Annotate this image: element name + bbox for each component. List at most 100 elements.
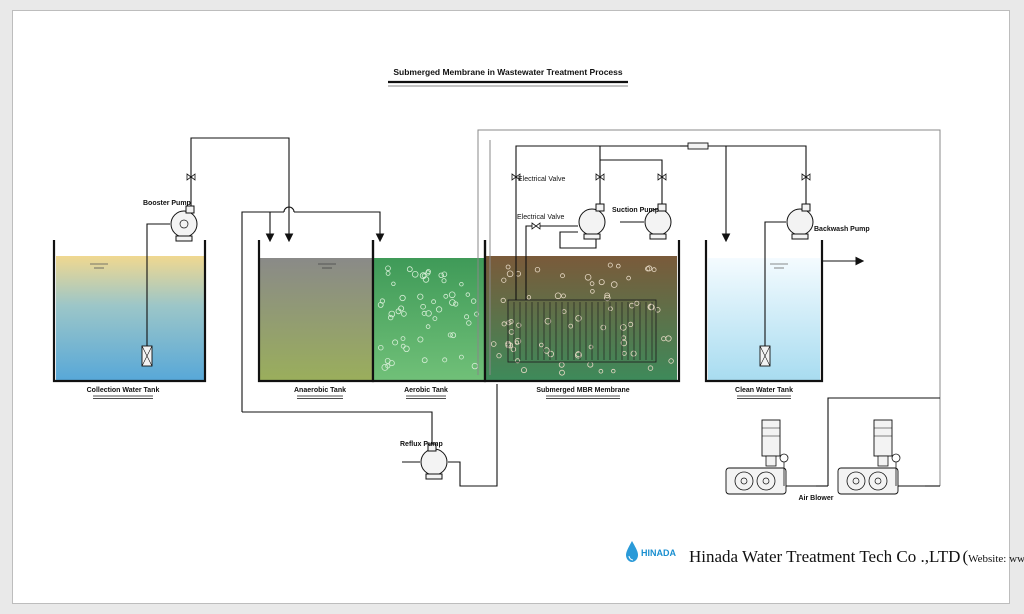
- air-blower-label: Air Blower: [798, 495, 833, 502]
- bubble: [425, 270, 431, 276]
- bubble: [634, 300, 640, 306]
- bubble: [600, 324, 607, 331]
- aeration-bubbles: [377, 265, 480, 371]
- suction-pump-1: [578, 203, 606, 240]
- bubble: [385, 265, 391, 272]
- bubble: [449, 299, 456, 306]
- bubble: [534, 267, 541, 273]
- bubble: [560, 273, 565, 279]
- bubble: [668, 358, 674, 364]
- bubble: [399, 294, 406, 302]
- air-blower-2: [837, 419, 925, 495]
- bubble: [646, 265, 653, 272]
- bubble: [474, 311, 480, 317]
- bubble: [388, 360, 395, 367]
- company-website: Website: www.hinada.com: [968, 553, 1024, 565]
- bubble: [589, 281, 595, 286]
- bubble: [421, 357, 428, 364]
- bubble: [381, 363, 389, 371]
- bubble: [392, 339, 399, 346]
- hinada-logo: HINADA: [626, 541, 676, 562]
- bubble: [378, 345, 384, 351]
- bubble: [544, 317, 552, 325]
- bubble: [385, 363, 391, 369]
- bubble: [450, 332, 457, 339]
- bubble: [627, 321, 634, 327]
- bubble: [521, 367, 528, 374]
- bubble: [425, 324, 431, 329]
- bubble: [607, 262, 613, 268]
- bubble: [490, 341, 497, 347]
- valve-icon: [511, 173, 521, 181]
- bubble: [403, 345, 410, 352]
- bubble: [547, 350, 554, 358]
- bubble: [575, 351, 582, 359]
- bubble: [501, 321, 507, 327]
- bubble: [575, 315, 582, 322]
- bubble: [438, 272, 444, 278]
- website-open-paren: (: [962, 547, 968, 566]
- bubble: [588, 344, 594, 350]
- valves: [186, 173, 811, 230]
- pressure-gauge-icon: [779, 453, 789, 463]
- bubble: [604, 294, 611, 302]
- bubble: [608, 306, 613, 312]
- bubble: [442, 357, 448, 363]
- bubble: [496, 353, 502, 359]
- bubble: [406, 266, 413, 273]
- bubble: [647, 303, 655, 311]
- suction-pump-2: [644, 203, 672, 240]
- mbr-tank: [483, 240, 681, 383]
- bubble: [506, 270, 514, 278]
- reflux-pump-label: Reflux Pump: [400, 441, 443, 448]
- bubble: [538, 342, 544, 348]
- bubble: [470, 298, 477, 304]
- bubble: [604, 292, 610, 299]
- bubble: [526, 295, 532, 300]
- electrical-valve-label-1: Electrical Valve: [518, 176, 565, 183]
- bubble: [441, 278, 447, 284]
- bubble: [506, 319, 512, 326]
- electrical-valve-label-2: Electrical Valve: [517, 214, 564, 221]
- bubble: [505, 264, 511, 270]
- bubble: [514, 340, 520, 345]
- bubble: [453, 301, 459, 307]
- bubble: [516, 322, 522, 328]
- bubble: [515, 358, 521, 364]
- company-name-line: Hinada Water Treatment Tech Co .,LTD(Web…: [689, 547, 1024, 566]
- valve-icon: [657, 173, 667, 181]
- bubble: [568, 323, 574, 329]
- bubble: [417, 293, 424, 300]
- flowmeter-icon: [687, 142, 709, 150]
- bubble: [421, 310, 427, 316]
- bubble: [611, 368, 616, 374]
- bubble: [654, 306, 661, 313]
- bubble: [584, 273, 592, 281]
- bubble: [388, 310, 396, 318]
- piping: [146, 129, 941, 487]
- bubble: [466, 320, 472, 326]
- bubble: [422, 276, 430, 283]
- bubble: [441, 271, 448, 278]
- mbr-tank-label: Submerged MBR Membrane: [536, 387, 629, 394]
- clean-water-tank: [704, 240, 824, 383]
- pressure-gauge-icon: [891, 453, 901, 463]
- bubble: [647, 365, 654, 371]
- mbr-bubbles: [490, 262, 674, 376]
- valve-icon: [531, 222, 541, 230]
- bubble: [448, 291, 456, 299]
- bubble: [630, 350, 637, 357]
- bubble: [510, 346, 517, 352]
- bubble: [464, 314, 470, 320]
- bubble: [385, 270, 391, 276]
- bubble: [598, 368, 604, 374]
- aerobic-tank: [371, 240, 487, 383]
- valve-icon: [595, 173, 605, 181]
- bubble: [435, 306, 443, 313]
- diagram-title: Submerged Membrane in Wastewater Treatme…: [393, 67, 623, 77]
- bubble: [411, 270, 419, 278]
- anaerobic-tank-label: Anaerobic Tank: [294, 387, 346, 394]
- bubble: [465, 292, 470, 297]
- company-name: Hinada Water Treatment Tech Co .,LTD: [689, 547, 960, 566]
